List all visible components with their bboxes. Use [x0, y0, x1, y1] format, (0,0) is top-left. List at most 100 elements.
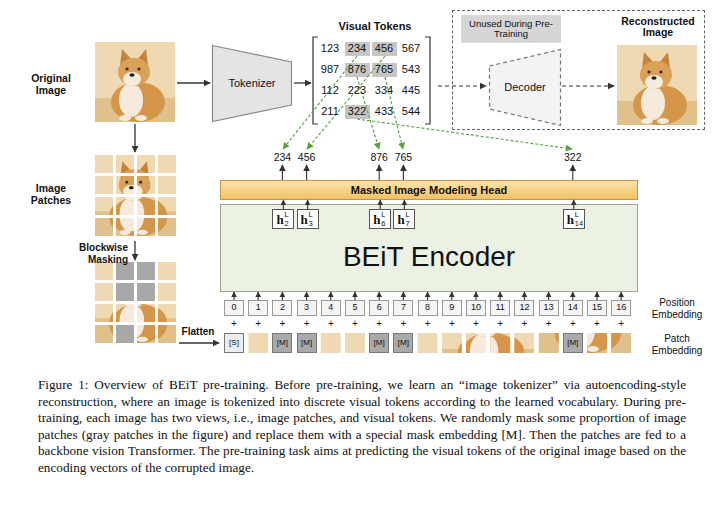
- connector-arrow: [475, 292, 476, 300]
- plus-sign: +: [349, 318, 361, 330]
- mim-head: Masked Image Modeling Head: [220, 180, 638, 200]
- matrix-bracket: [425, 37, 430, 124]
- connector-arrow: [451, 292, 452, 300]
- node-text: h: [567, 213, 574, 226]
- node-text: 14: [568, 303, 578, 313]
- decoder-frame: Reconstructed Image Unused During Pre-Tra…: [452, 10, 705, 130]
- position-embedding-box: 0: [224, 300, 244, 316]
- node-text: 9: [449, 303, 454, 313]
- node-text: 12: [519, 303, 529, 313]
- hidden-state-box: h6L: [369, 209, 391, 229]
- flow-arrow: [294, 82, 311, 83]
- decoder-trapezoid: Decoder: [489, 49, 561, 126]
- node-text: 6: [377, 303, 382, 313]
- connector-arrow: [404, 200, 405, 209]
- position-embedding-box: 2: [272, 300, 292, 316]
- connector-arrow: [500, 292, 501, 300]
- node-text: L: [309, 211, 313, 219]
- plus-sign: +: [518, 318, 530, 330]
- node-text: Masked Image Modeling Head: [351, 184, 507, 196]
- position-embedding-box: 1: [248, 300, 268, 316]
- visual-token-id: 433: [371, 105, 397, 118]
- node-text: [M]: [374, 339, 385, 348]
- node-text: 8: [425, 303, 430, 313]
- visual-token-id: 123: [317, 42, 343, 55]
- visual-token-id: 223: [344, 84, 370, 97]
- predicted-token-id: 322: [559, 151, 587, 163]
- image-label: Image Patches: [22, 182, 80, 206]
- panel-title: Visual Tokens: [318, 20, 432, 33]
- cls-token-box: [S]: [224, 333, 244, 353]
- mask-token-box: [M]: [563, 333, 583, 353]
- node-text: 1: [256, 303, 261, 313]
- node-text: 11: [496, 303, 505, 313]
- node-text: 5: [352, 303, 357, 313]
- visual-token-id: 322: [344, 105, 370, 118]
- position-embedding-box: 14: [563, 300, 583, 316]
- node-text: Reconstructed Image: [616, 16, 700, 37]
- masked-patch: [137, 283, 155, 301]
- predicted-token-id: 765: [389, 151, 417, 163]
- flow-arrow: [134, 124, 135, 152]
- node-text: h: [276, 213, 283, 226]
- node-text: L: [575, 211, 579, 219]
- connector-arrow: [354, 292, 355, 300]
- position-embedding-box: 10: [466, 300, 486, 316]
- unused-tag: Unused During Pre-Training: [461, 15, 561, 43]
- reconstructed-image: [617, 45, 697, 125]
- node-text: BEiT Encoder: [221, 243, 637, 271]
- image-label: Original Image: [22, 72, 80, 96]
- visual-token-id: 765: [371, 63, 397, 76]
- image-patch: [104, 271, 176, 343]
- node-text: 16: [616, 303, 626, 313]
- node-text: 4: [328, 303, 333, 313]
- node-text: h: [397, 213, 404, 226]
- hidden-state-box: h14L: [563, 209, 585, 229]
- node-text: L: [381, 211, 385, 219]
- token-highlight: [345, 42, 370, 56]
- hidden-state-box: h7L: [393, 209, 415, 229]
- position-embedding-box: 16: [611, 300, 631, 316]
- node-text: Unused During Pre-Training: [463, 19, 559, 40]
- masked-patch: [116, 262, 134, 280]
- hidden-state-box: h3L: [297, 209, 319, 229]
- mask-token-box: [M]: [393, 333, 413, 353]
- masked-patch: [116, 325, 134, 343]
- node-text: 2: [284, 220, 288, 228]
- connector-arrow: [306, 292, 307, 300]
- visual-token-id: 211: [317, 105, 343, 118]
- connector-arrow: [283, 200, 284, 209]
- connector-arrow: [307, 200, 308, 209]
- node-text: 15: [592, 303, 602, 313]
- hidden-state-box: h2L: [272, 209, 294, 229]
- connector-arrow: [427, 292, 428, 300]
- node-text: 3: [309, 220, 313, 228]
- node-text: 2: [280, 303, 285, 313]
- output-arrow: [306, 165, 307, 180]
- node-text: 7: [405, 220, 409, 228]
- output-arrow: [572, 165, 573, 180]
- connector-arrow: [258, 292, 259, 300]
- node-text: [M]: [277, 339, 288, 348]
- dashed-arrow: [438, 85, 486, 86]
- visual-token-id: 876: [344, 63, 370, 76]
- plus-sign: +: [615, 318, 627, 330]
- plus-sign: +: [470, 318, 482, 330]
- masked-patch: [116, 283, 134, 301]
- token-highlight: [372, 63, 397, 77]
- row-label: Position Embedding: [644, 297, 710, 320]
- plus-sign: +: [397, 318, 409, 330]
- connector-arrow: [524, 292, 525, 300]
- predicted-token-id: 876: [365, 151, 393, 163]
- node-text: 3: [304, 303, 309, 313]
- visual-token-id: 234: [344, 42, 370, 55]
- plus-sign: +: [228, 318, 240, 330]
- target-leader: [357, 119, 572, 149]
- node-outline-path: [213, 46, 292, 122]
- node-text: 13: [544, 303, 554, 313]
- tokenizer-trapezoid: Tokenizer: [212, 45, 292, 122]
- step-label: Blockwise Masking: [68, 242, 128, 265]
- row-label: Patch Embedding: [644, 333, 710, 356]
- node-text: 7: [401, 303, 406, 313]
- position-embedding-box: 7: [393, 300, 413, 316]
